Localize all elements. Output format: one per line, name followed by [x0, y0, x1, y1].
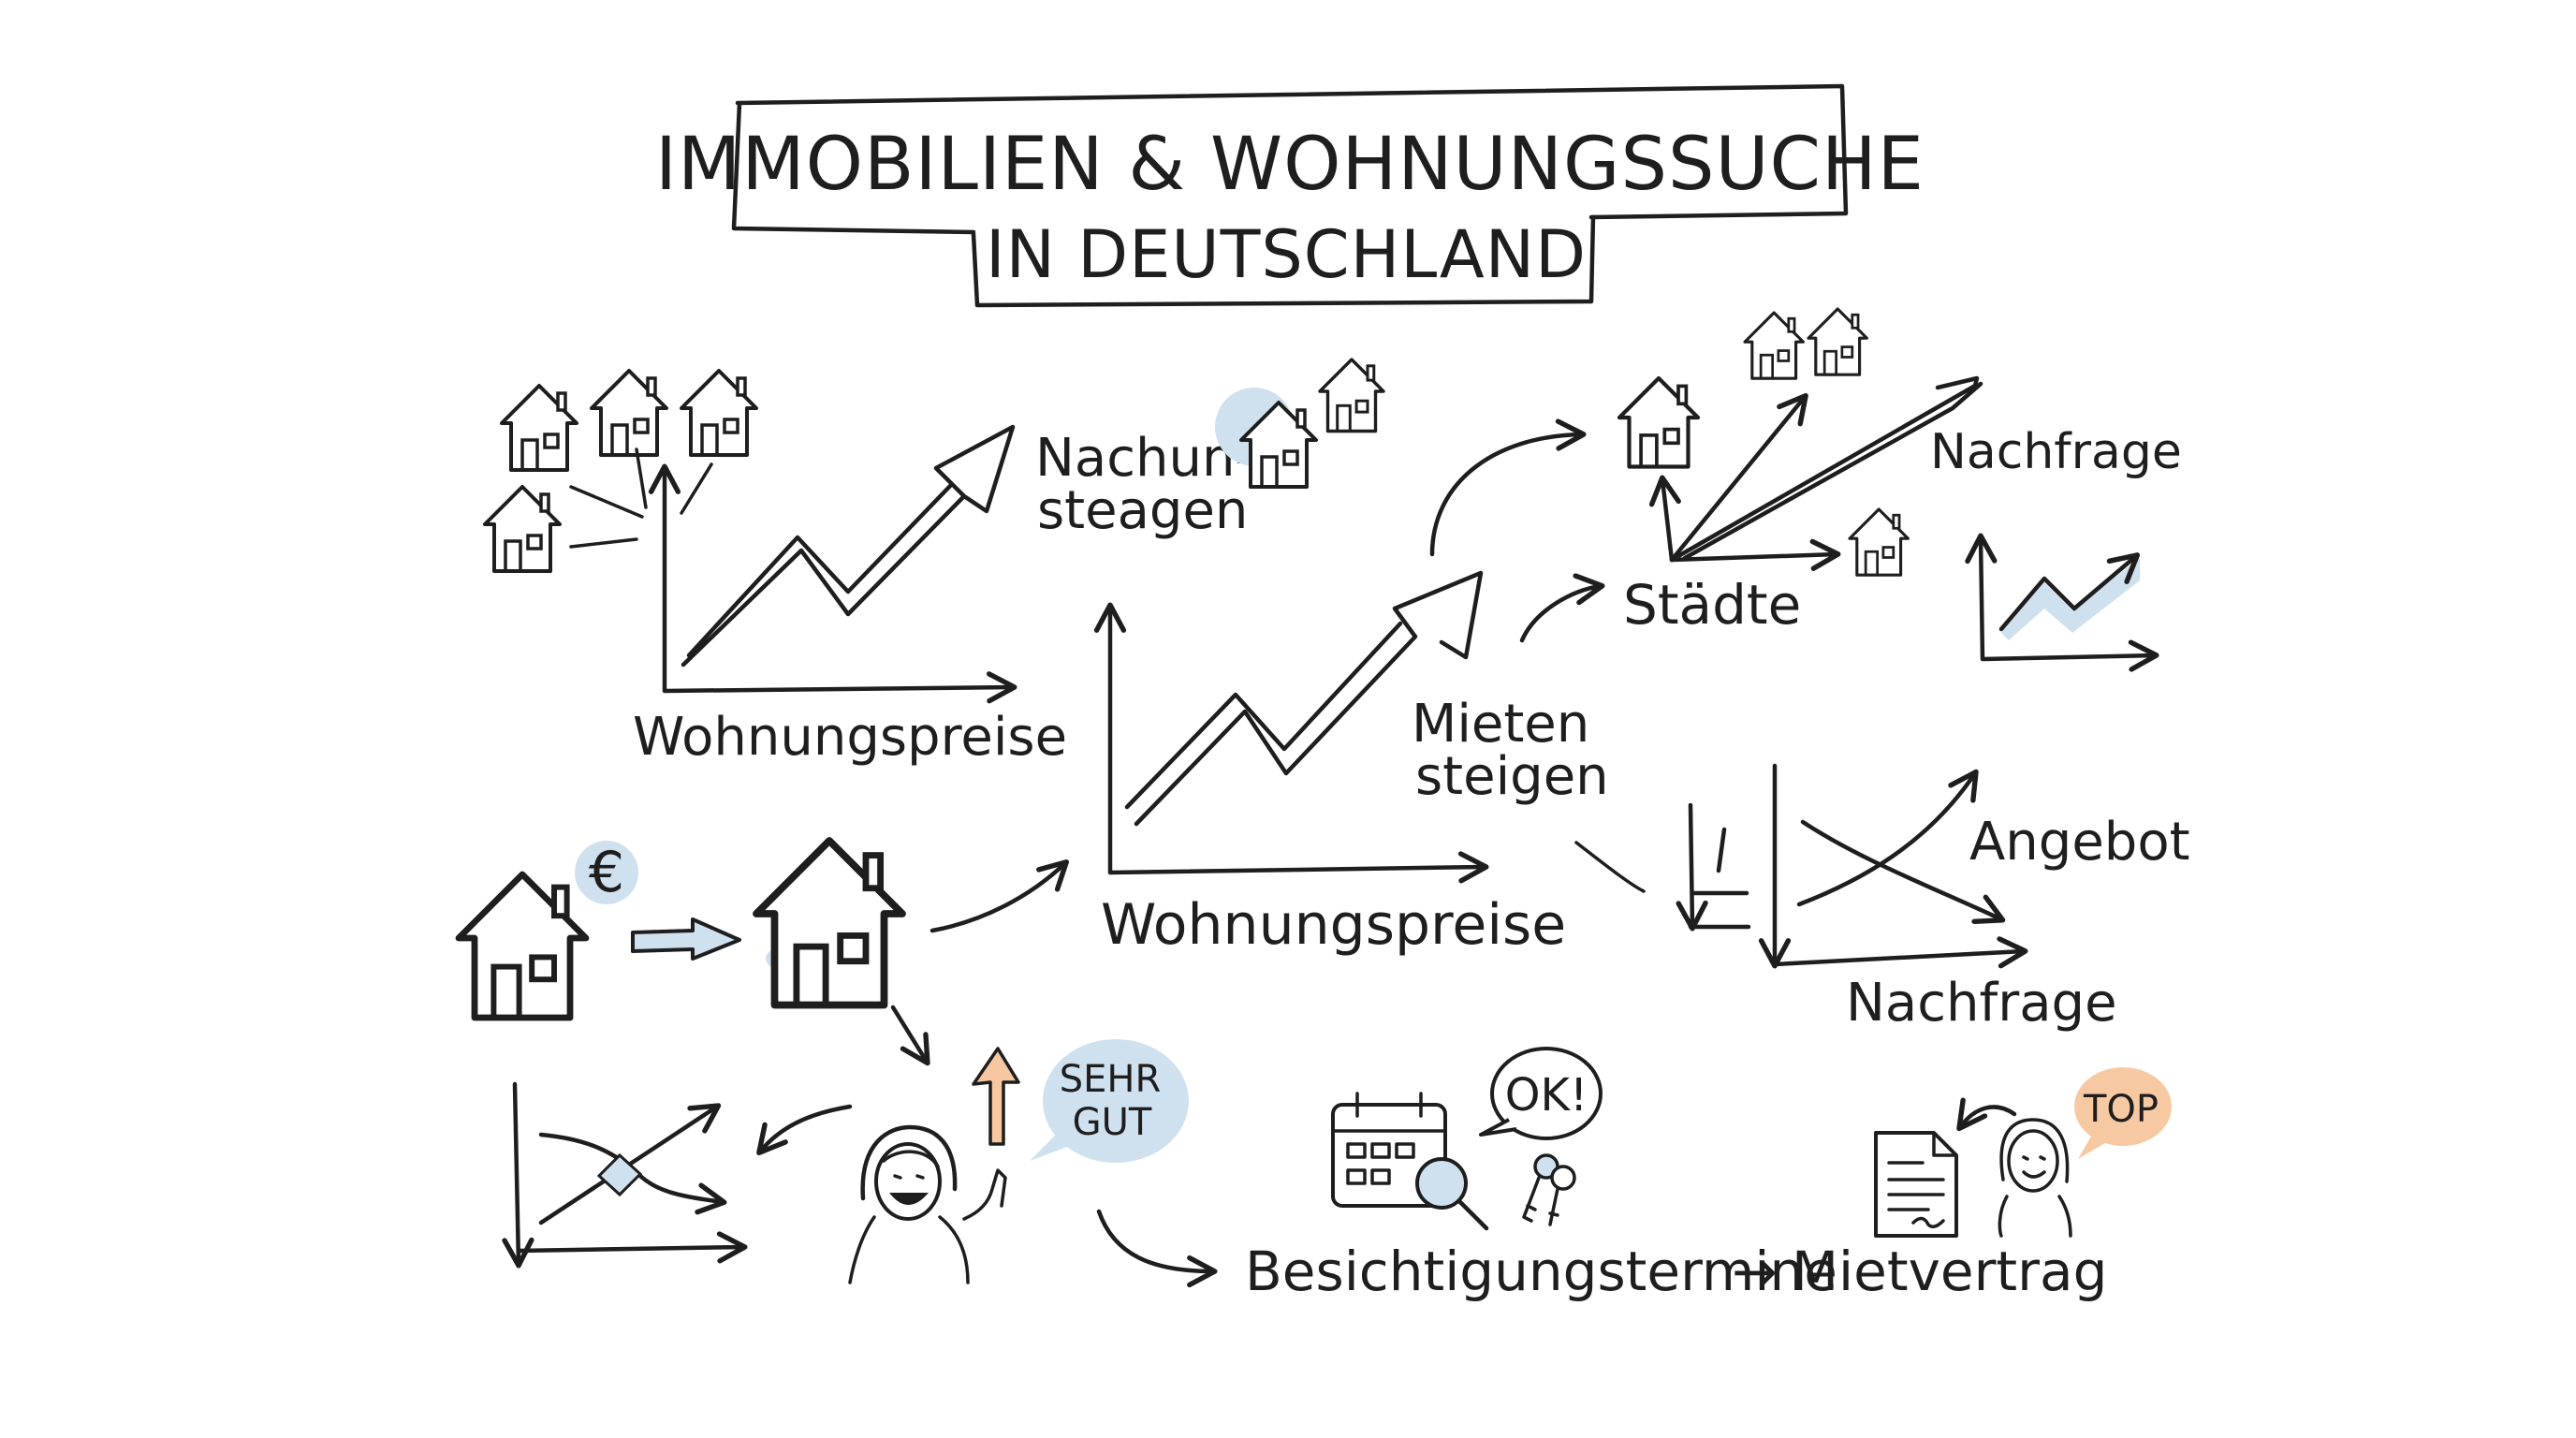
staedte-label: Städte — [1623, 573, 1801, 637]
supply-demand-chart: Angebot Nachfrage — [1690, 763, 2190, 1034]
wohnungspreise-mid-label: Wohnungspreise — [1101, 892, 1566, 958]
house-icon — [500, 384, 578, 472]
house-icon — [459, 874, 586, 1018]
flow-arrow: → — [1732, 1240, 1778, 1303]
small-trend-chart — [1965, 533, 2159, 672]
cross-chart-bottom-left — [515, 1081, 853, 1264]
house-icon — [1619, 378, 1698, 467]
euro-icon: € — [589, 840, 624, 905]
title-box: IMMOBILIEN & WOHNUNGSSUCHE IN DEUTSCHLAN… — [655, 83, 1925, 308]
steagen-label: steagen — [1037, 480, 1248, 541]
keys-icon — [1522, 1153, 1576, 1226]
house-icon — [756, 841, 902, 1005]
house-icon — [1807, 307, 1868, 376]
ok-bubble: OK! — [1479, 1047, 1603, 1140]
house-cluster-top-left — [483, 369, 758, 573]
steigen-label: steigen — [1415, 746, 1609, 807]
woman-icon — [848, 1124, 1007, 1284]
house-icon — [1743, 311, 1805, 380]
staedte-group: Städte Nachfrage — [1619, 307, 2182, 637]
document-icon — [1874, 1131, 1958, 1238]
angebot-label: Angebot — [1969, 812, 2190, 873]
mieten-steigen-group: Mieten steigen — [1412, 418, 1646, 893]
mietvertrag-label: Mietvertrag — [1792, 1240, 2107, 1303]
house-icon — [590, 369, 668, 457]
woman-sehr-gut-group: SEHR GUT — [848, 1039, 1218, 1288]
house-icon — [483, 485, 562, 573]
top-badge-label: TOP — [2083, 1088, 2159, 1131]
ok-label: OK! — [1505, 1069, 1588, 1122]
woman-icon — [1998, 1118, 2072, 1238]
sehr-label: SEHR — [1060, 1058, 1162, 1101]
magnifier-icon — [1415, 1157, 1489, 1231]
house-purchase-flow: € — [459, 840, 1070, 1066]
nachun-steagen-group: Nachun- steagen — [1035, 358, 1385, 541]
house-icon — [1318, 358, 1385, 433]
wohnungspreise-top-label: Wohnungspreise — [633, 707, 1067, 768]
nachfrage-top-label: Nachfrage — [1930, 424, 2182, 480]
house-icon — [1848, 507, 1910, 577]
price-chart-top: Wohnungspreise — [633, 424, 1067, 768]
price-chart-middle: Wohnungspreise — [1093, 570, 1566, 958]
appointment-group: OK! — [1331, 1047, 1603, 1231]
title-line2: IN DEUTSCHLAND — [986, 216, 1587, 293]
up-arrow-icon — [972, 1047, 1020, 1146]
mieten-label: Mieten — [1412, 694, 1589, 755]
bottom-flow: Besichtigungstermine → Mietvertrag — [1245, 1240, 2107, 1303]
nachfrage-bottom-label: Nachfrage — [1846, 973, 2117, 1034]
besichtigungstermine-label: Besichtigungstermine — [1245, 1240, 1837, 1303]
gut-label: GUT — [1073, 1101, 1152, 1144]
house-icon — [680, 369, 758, 457]
contract-group: TOP — [1874, 1067, 2172, 1238]
title-line1: IMMOBILIEN & WOHNUNGSSUCHE — [655, 123, 1925, 207]
